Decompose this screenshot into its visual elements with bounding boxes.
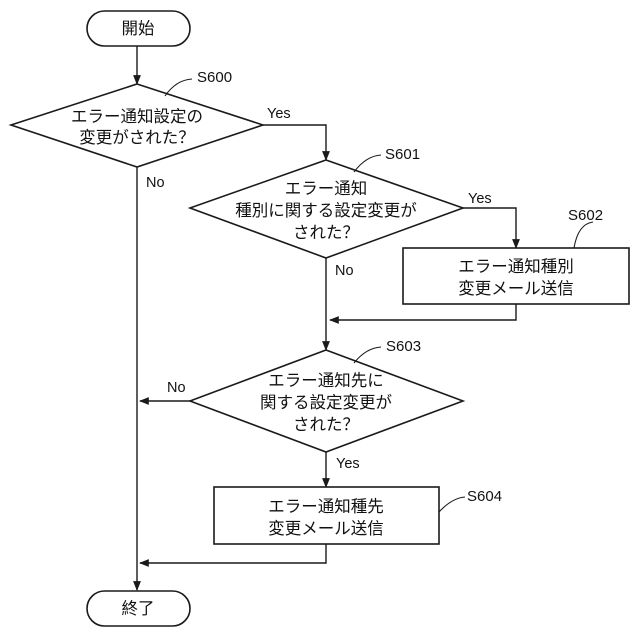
end-terminal: 終了 xyxy=(87,591,190,626)
s600-line-1: エラー通知設定の xyxy=(71,107,203,126)
s604-step-label: S604 xyxy=(467,488,502,505)
s604-line-1: エラー通知種先 xyxy=(268,497,384,516)
s602-leader xyxy=(574,222,593,248)
s600-step-label: S600 xyxy=(197,69,232,86)
s600-no-label: No xyxy=(146,175,165,191)
s601-leader xyxy=(354,155,381,172)
s604-leader xyxy=(439,497,465,512)
end-label: 終了 xyxy=(122,599,155,618)
s601-line-2: 種別に関する設定変更が xyxy=(235,201,417,220)
s601-yes-label: Yes xyxy=(468,191,492,207)
s602-line-2: 変更メール送信 xyxy=(458,279,574,298)
s600-yes-label: Yes xyxy=(267,106,291,122)
s601-no-label: No xyxy=(335,263,354,279)
s603-step-label: S603 xyxy=(386,338,421,355)
s603-leader xyxy=(354,347,381,363)
edge-s602-merge xyxy=(330,304,516,320)
decision-s603: エラー通知先に 関する設定変更が された？ S603 No Yes xyxy=(167,338,463,472)
s603-line-3: された？ xyxy=(293,415,359,434)
s603-no-label: No xyxy=(167,380,186,396)
s603-yes-label: Yes xyxy=(336,456,360,472)
s601-line-3: された？ xyxy=(293,223,359,242)
edge-s601-yes xyxy=(463,208,516,248)
s601-step-label: S601 xyxy=(385,146,420,163)
s600-line-2: 変更がされた？ xyxy=(79,128,195,147)
start-label: 開始 xyxy=(122,19,155,38)
s602-line-1: エラー通知種別 xyxy=(458,257,574,276)
start-terminal: 開始 xyxy=(87,11,190,46)
s603-line-2: 関する設定変更が xyxy=(260,393,393,412)
process-s604: エラー通知種先 変更メール送信 S604 xyxy=(214,487,502,544)
s604-line-2: 変更メール送信 xyxy=(268,519,384,538)
s603-line-1: エラー通知先に xyxy=(268,371,384,390)
decision-s600: エラー通知設定の 変更がされた？ S600 Yes No xyxy=(11,69,291,191)
s601-line-1: エラー通知 xyxy=(285,179,368,198)
edge-s604-merge xyxy=(140,544,326,563)
s600-leader xyxy=(165,79,192,96)
s602-step-label: S602 xyxy=(568,207,603,224)
edge-s600-yes xyxy=(263,125,326,160)
